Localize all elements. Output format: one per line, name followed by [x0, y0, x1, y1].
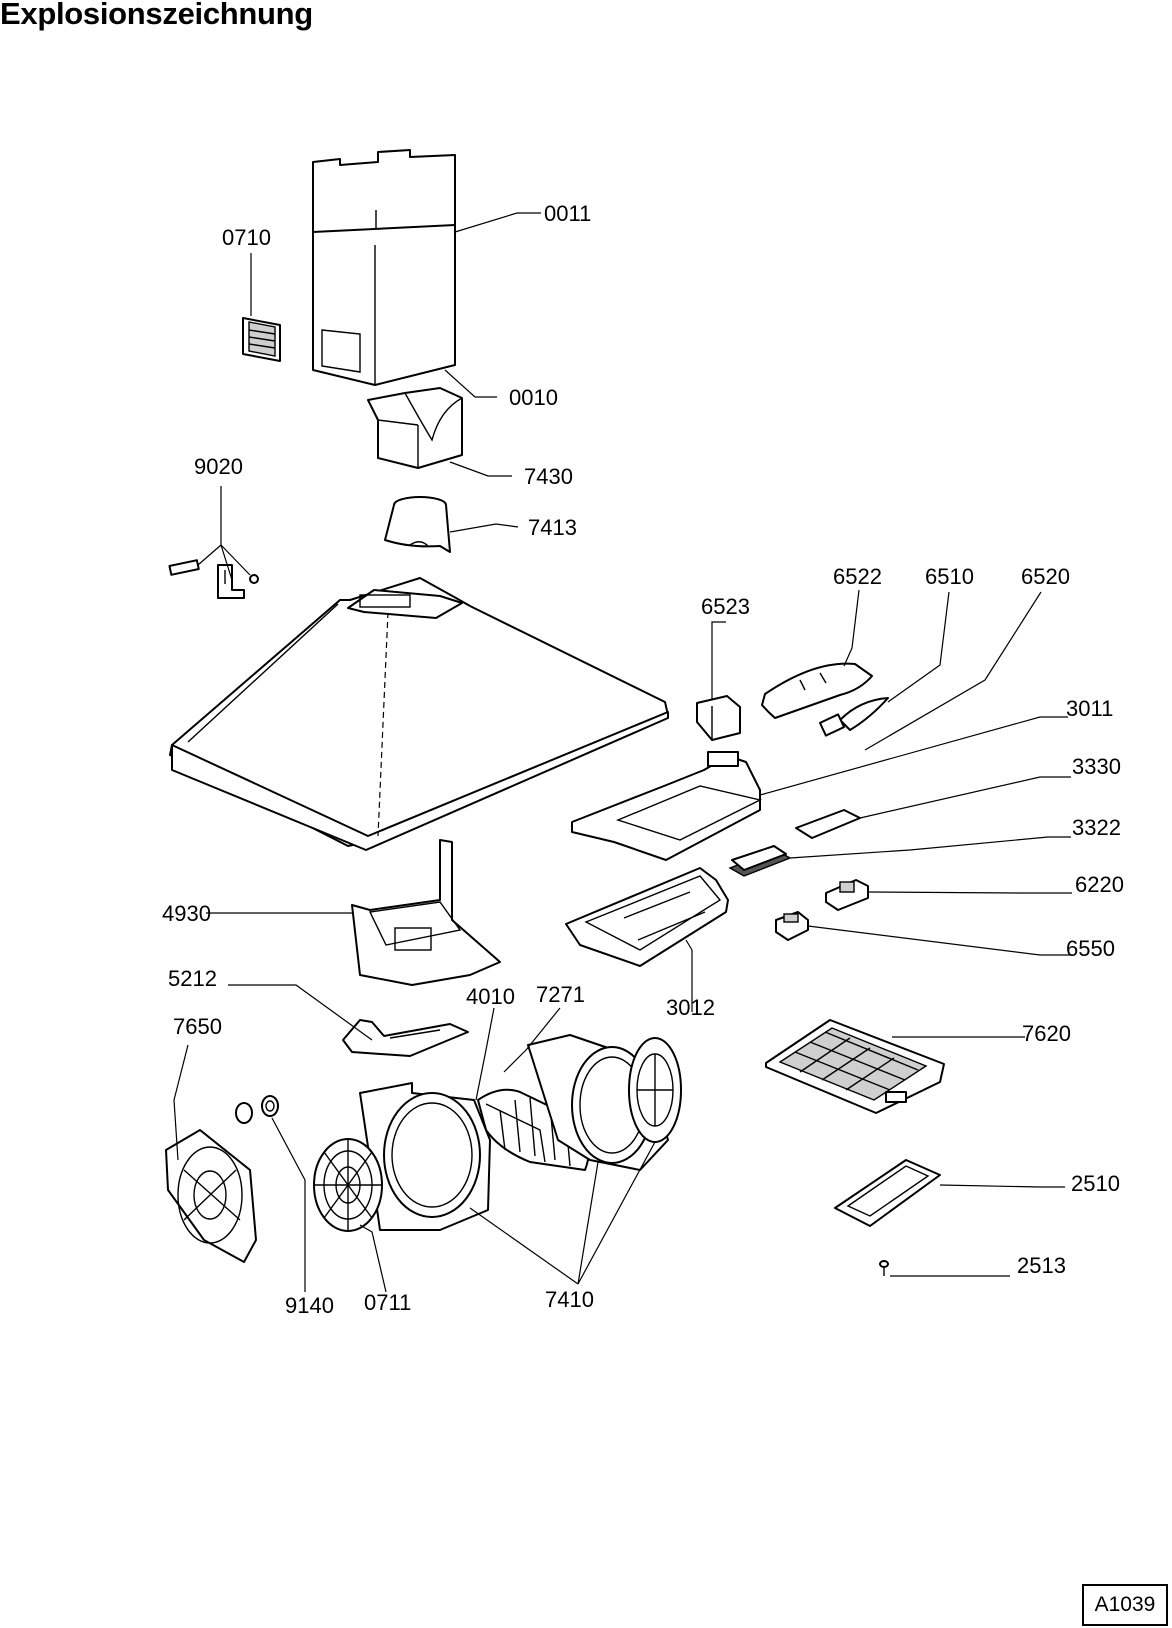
- label-0010: 0010: [509, 385, 558, 410]
- grease-filter-7620: [765, 1019, 945, 1114]
- label-7620: 7620: [1022, 1021, 1071, 1046]
- label-0711: 0711: [364, 1290, 411, 1315]
- caps-9140: [235, 1095, 279, 1124]
- control-housing-3011: [571, 751, 763, 861]
- label-3012: 3012: [666, 995, 715, 1020]
- fan-housing-7410: [359, 1082, 491, 1231]
- label-3322: 3322: [1072, 815, 1121, 840]
- label-6220: 6220: [1075, 872, 1124, 897]
- label-7271: 7271: [536, 982, 585, 1007]
- carbon-filter-2510: [834, 1159, 941, 1227]
- label-6522: 6522: [833, 564, 882, 589]
- screw-2513: [879, 1260, 889, 1276]
- switch-plate-3322: [728, 845, 792, 877]
- page-title: Explosionszeichnung: [0, 0, 313, 31]
- label-7650: 7650: [173, 1014, 222, 1039]
- label-5212: 5212: [168, 966, 217, 991]
- label-6523: 6523: [701, 594, 750, 619]
- label-3011: 3011: [1066, 696, 1113, 721]
- label-3330: 3330: [1072, 754, 1121, 779]
- label-7413: 7413: [528, 515, 577, 540]
- lamp-holder-6523: [696, 695, 741, 741]
- label-4010: 4010: [466, 984, 515, 1009]
- label-7430: 7430: [524, 464, 573, 489]
- label-6510: 6510: [925, 564, 974, 589]
- mounting-kit-9020: [168, 559, 259, 599]
- lamp-bulb-6510: [818, 697, 889, 737]
- switch-6220: [825, 879, 869, 911]
- label-9140: 9140: [285, 1293, 334, 1318]
- fan-cover-7271: [628, 1037, 682, 1143]
- label-6520: 6520: [1021, 564, 1070, 589]
- label-4930: 4930: [162, 901, 211, 926]
- motor-bracket-4930: [351, 839, 501, 986]
- inlet-cover-7650: [165, 1129, 257, 1263]
- hood-canopy: [169, 577, 669, 851]
- mounting-plate-5212: [342, 1019, 469, 1057]
- switch-6550: [775, 911, 809, 941]
- backdraft-flap-7413: [384, 496, 451, 553]
- label-0011: 0011: [544, 201, 591, 226]
- label-2513: 2513: [1017, 1253, 1066, 1278]
- label-0710: 0710: [222, 225, 271, 250]
- drawing-code: A1039: [1094, 1593, 1156, 1616]
- fan-grille-0711: [313, 1138, 383, 1232]
- lamp-cover-6522: [761, 662, 873, 719]
- duct-adapter-7430: [367, 387, 463, 469]
- label-2510: 2510: [1071, 1171, 1120, 1196]
- part-labels: 0011 0710 0010 7430 9020 7413 6522 6510 …: [162, 201, 1124, 1318]
- switch-plate-3330: [795, 809, 861, 839]
- label-6550: 6550: [1066, 936, 1115, 961]
- vent-grille-0710: [242, 317, 281, 362]
- leader-lines: [173, 212, 1072, 1293]
- label-7410: 7410: [545, 1287, 594, 1312]
- label-9020: 9020: [194, 454, 243, 479]
- drawing-code-box: A1039: [1082, 1584, 1168, 1626]
- control-panel-3012: [565, 867, 729, 967]
- chimney-lower-0010: [312, 224, 456, 386]
